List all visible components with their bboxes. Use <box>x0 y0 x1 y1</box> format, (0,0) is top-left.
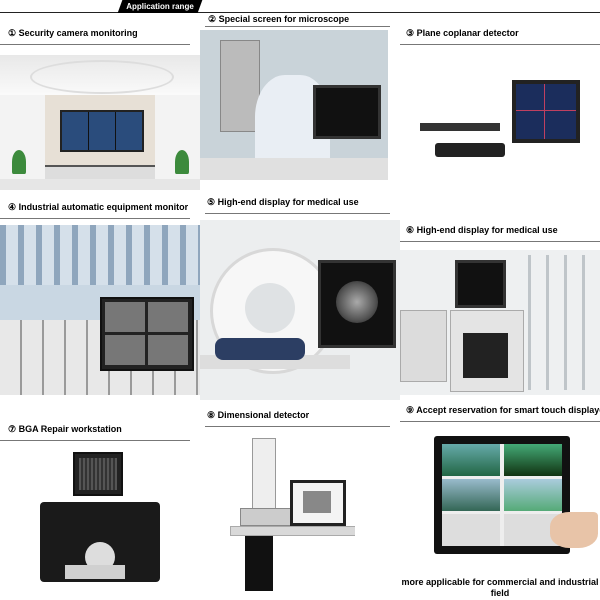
header-rule <box>0 12 600 13</box>
caption-coplanar-detector: ③ Plane coplanar detector <box>406 28 519 38</box>
separator <box>400 44 600 45</box>
footer-line-2: field <box>490 588 510 598</box>
touch-display-image <box>430 432 600 560</box>
caption-bga-workstation: ⑦ BGA Repair workstation <box>8 424 122 434</box>
lab-monitor <box>455 260 506 308</box>
application-range-label: Application range <box>126 2 194 11</box>
industrial-monitor <box>100 297 194 371</box>
footer-note: more applicable for commercial and indus… <box>400 577 600 599</box>
separator <box>400 421 600 422</box>
bga-monitor <box>73 452 123 496</box>
separator <box>205 426 390 427</box>
medical-monitor <box>318 260 396 348</box>
detector-monitor <box>512 80 580 143</box>
separator <box>205 26 390 27</box>
caption-security-camera: ① Security camera monitoring <box>8 28 138 38</box>
microscope-monitor <box>313 85 381 139</box>
video-wall <box>60 110 144 152</box>
touch-screen <box>442 444 562 546</box>
caption-industrial-monitor: ④ Industrial automatic equipment monitor <box>8 202 189 212</box>
coplanar-detector-image <box>400 55 600 185</box>
caption-medical-display-2: ⑥ High-end display for medical use <box>406 225 558 235</box>
dimensional-detector-image <box>230 438 355 600</box>
security-room-image <box>0 55 200 190</box>
detector-screen <box>290 480 346 526</box>
bga-workstation-image <box>35 450 165 590</box>
caption-touch-displayer: ⑨ Accept reservation for smart touch dis… <box>406 405 600 415</box>
application-range-tab: Application range <box>117 0 203 13</box>
lab-equipment-image <box>400 250 600 395</box>
caption-medical-display-1: ⑤ High-end display for medical use <box>207 197 359 207</box>
separator <box>0 44 190 45</box>
microscope-lab-image <box>200 30 388 180</box>
separator <box>0 218 190 219</box>
caption-microscope: ② Special screen for microscope <box>208 14 350 24</box>
factory-floor-image <box>0 225 200 395</box>
caption-dimensional-detector: ⑧ Dimensional detector <box>207 410 310 420</box>
separator <box>400 241 600 242</box>
hand <box>550 512 598 548</box>
separator <box>0 440 190 441</box>
separator <box>205 213 390 214</box>
ct-scanner-image <box>200 220 400 400</box>
footer-line-1: more applicable for commercial and indus… <box>401 577 599 587</box>
